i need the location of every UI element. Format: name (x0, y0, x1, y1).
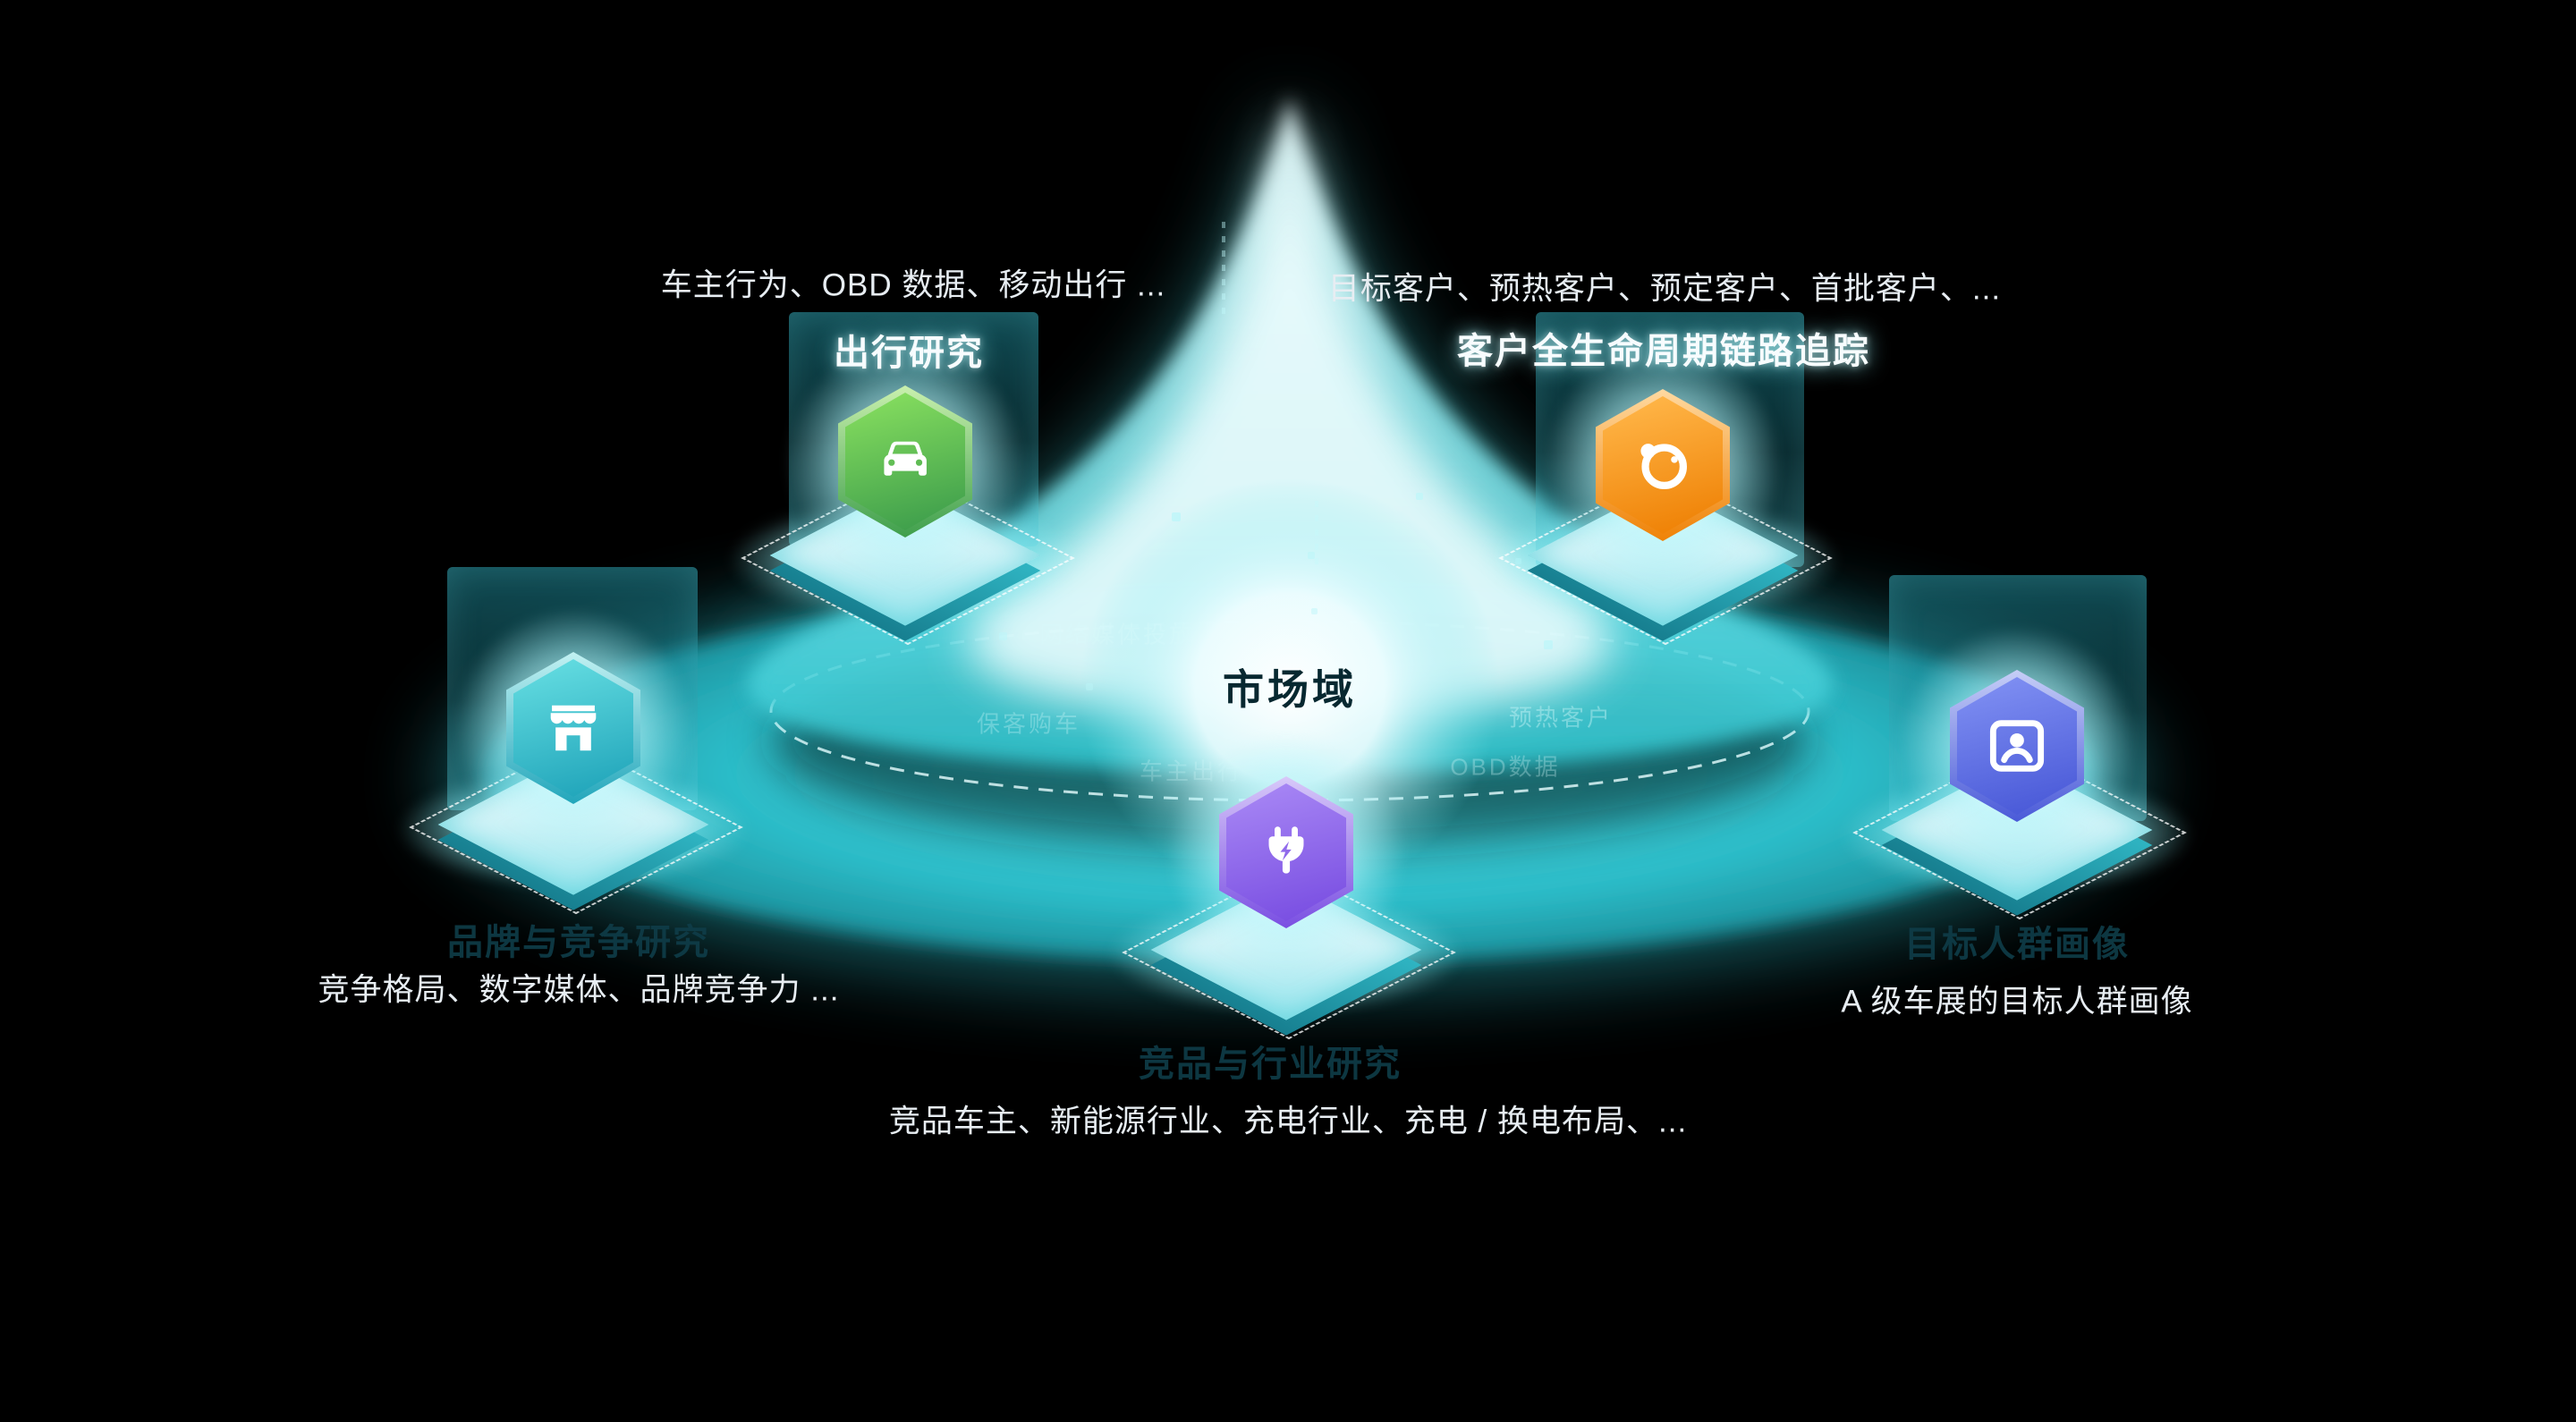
orbit-icon (1640, 444, 1687, 489)
dotted-trail (1222, 222, 1225, 320)
particle-dot (1544, 640, 1553, 649)
particle-dot (999, 632, 1007, 640)
watermark-label: 预热客户 (1508, 704, 1614, 732)
particle-dot (1416, 493, 1423, 500)
center-domain-label: 市场域 (1223, 666, 1357, 713)
node-industry-subtitle: 竞品车主、新能源行业、充电行业、充电 / 换电布局、... (888, 1104, 1688, 1139)
node-lifecycle-subtitle: 目标客户、预热客户、预定客户、首批客户、... (1327, 271, 2002, 307)
hex-inner (1603, 396, 1723, 534)
particle-dot (1308, 552, 1315, 559)
storefront-icon (550, 705, 597, 751)
node-travel-subtitle: 车主行为、OBD 数据、移动出行 ... (660, 267, 1166, 303)
node-brand-subtitle: 竞争格局、数字媒体、品牌竞争力 ... (318, 972, 840, 1008)
hex-brand (506, 652, 640, 804)
hex-audience (1950, 670, 2084, 822)
node-audience-subtitle: A 级车展的目标人群画像 (1841, 984, 2193, 1020)
node-brand-title: 品牌与竞争研究 (447, 923, 710, 962)
particle-dot (1086, 683, 1093, 690)
node-audience-title: 目标人群画像 (1904, 925, 2130, 964)
particle-dot (1311, 608, 1318, 614)
particle-dot (1172, 512, 1181, 521)
node-lifecycle-title: 客户全生命周期链路追踪 (1457, 332, 1870, 371)
node-industry-title: 竞品与行业研究 (1139, 1045, 1402, 1084)
person-card-icon (1989, 720, 2045, 772)
watermark-label: 网络媒体投放 (1038, 621, 1196, 648)
hex-lifecycle (1596, 389, 1730, 541)
hex-inner (1226, 783, 1346, 921)
node-travel-title: 出行研究 (834, 334, 984, 373)
hex-travel (838, 385, 972, 537)
dotted-trail (1315, 501, 1318, 572)
hex-industry (1219, 776, 1353, 928)
charging-plug-icon (1268, 826, 1304, 874)
watermark-label: 保客购车 (976, 710, 1081, 738)
car-icon (884, 441, 927, 476)
watermark-label: OBD数据 (1450, 753, 1561, 781)
